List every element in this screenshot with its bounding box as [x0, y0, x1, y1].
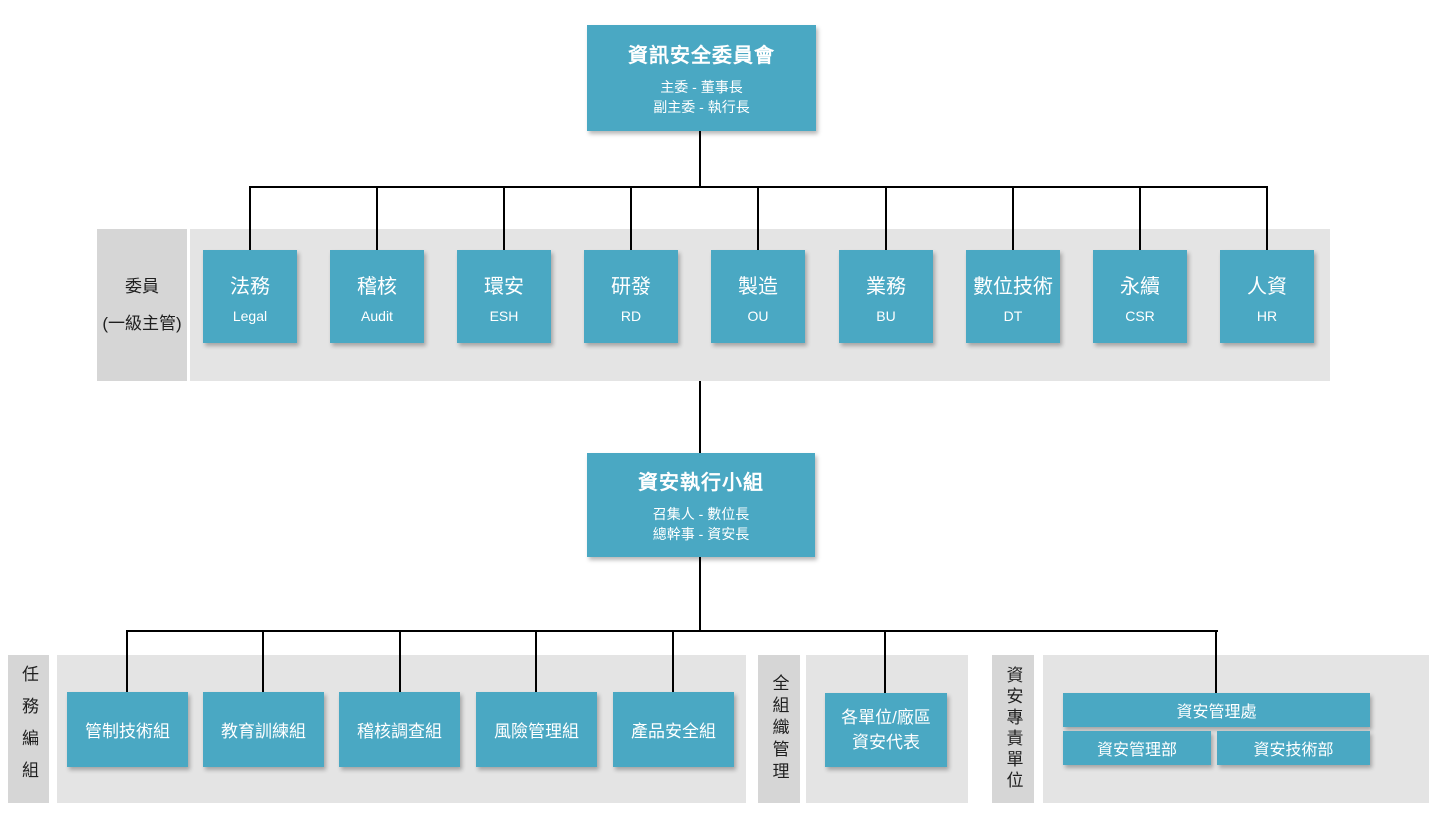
- node-title: 稽核: [357, 275, 397, 298]
- rep-line2: 資安代表: [852, 733, 920, 752]
- node-security-technology-dept: 資安技術部: [1217, 731, 1370, 765]
- node-title: 永續: [1120, 275, 1160, 298]
- root-title: 資訊安全委員會: [628, 44, 775, 67]
- node-audit-investigation-group: 稽核調查組: [339, 692, 460, 767]
- org-wide-management-label: 全組織管理: [758, 655, 800, 803]
- node-abbr: ESH: [489, 307, 519, 324]
- node-security-execution-team: 資安執行小組 召集人 - 數位長 總幹事 - 資安長: [587, 453, 815, 557]
- connector-drop-risk: [535, 630, 537, 692]
- node-title: 業務: [866, 275, 906, 298]
- connector-drop-audit: [376, 186, 378, 251]
- connector-drop-hr: [1266, 186, 1268, 251]
- node-abbr: BU: [876, 307, 896, 324]
- node-dt: 數位技術 DT: [966, 250, 1060, 343]
- node-product-security-group: 產品安全組: [613, 692, 734, 767]
- node-bu: 業務 BU: [839, 250, 933, 343]
- node-control-tech-group: 管制技術組: [67, 692, 188, 767]
- node-security-management-division: 資安管理處: [1063, 693, 1370, 727]
- exec-secretary-line: 總幹事 - 資安長: [652, 526, 750, 542]
- root-vice-chair-line: 副主委 - 執行長: [653, 99, 750, 115]
- committee-label-line1: 委員: [125, 276, 159, 296]
- node-title: 環安: [484, 275, 524, 298]
- root-chair-line: 主委 - 董事長: [660, 78, 743, 95]
- connector-drop-education: [262, 630, 264, 692]
- node-abbr: HR: [1256, 307, 1278, 324]
- connector-drop-csr: [1139, 186, 1141, 251]
- committee-label-line2: (一級主管): [102, 314, 182, 333]
- node-ou: 製造 OU: [711, 250, 805, 343]
- connector-drop-audit-investigation: [399, 630, 401, 692]
- connector-drop-control-tech: [126, 630, 128, 692]
- dedicated-unit-band: [1043, 655, 1429, 803]
- dedicated-security-unit-label: 資安專責單位: [992, 655, 1034, 803]
- node-title: 法務: [230, 275, 270, 298]
- node-title: 數位技術: [973, 275, 1053, 298]
- connector-drop-unit-reps: [884, 630, 886, 693]
- rep-line1: 各單位/廠區: [841, 707, 931, 727]
- node-education-training-group: 教育訓練組: [203, 692, 324, 767]
- node-abbr: CSR: [1125, 307, 1155, 324]
- exec-convener-line: 召集人 - 數位長: [652, 505, 750, 522]
- node-rd: 研發 RD: [584, 250, 678, 343]
- node-security-management-dept: 資安管理部: [1063, 731, 1211, 765]
- connector-drop-rd: [630, 186, 632, 251]
- node-abbr: Audit: [361, 307, 393, 324]
- node-hr: 人資 HR: [1220, 250, 1314, 343]
- connector-drop-legal: [249, 186, 251, 251]
- node-unit-site-security-reps: 各單位/廠區 資安代表: [825, 693, 947, 767]
- node-risk-management-group: 風險管理組: [476, 692, 597, 767]
- task-force-label: 任務編組: [8, 655, 49, 803]
- node-title: 人資: [1247, 275, 1287, 298]
- node-info-security-committee: 資訊安全委員會 主委 - 董事長 副主委 - 執行長: [587, 25, 816, 131]
- connector-exec-down: [699, 557, 701, 632]
- node-csr: 永續 CSR: [1093, 250, 1187, 343]
- connector-drop-product-security: [672, 630, 674, 692]
- exec-title: 資安執行小組: [638, 471, 764, 494]
- connector-drop-esh: [503, 186, 505, 251]
- node-esh: 環安 ESH: [457, 250, 551, 343]
- node-abbr: OU: [747, 307, 769, 324]
- committee-members-label: 委員 (一級主管): [97, 229, 187, 381]
- node-title: 研發: [611, 275, 651, 298]
- connector-band-to-exec: [699, 381, 701, 453]
- node-abbr: Legal: [232, 307, 268, 324]
- connector-drop-division: [1215, 630, 1217, 693]
- connector-drop-dt: [1012, 186, 1014, 251]
- node-abbr: RD: [620, 307, 642, 324]
- connector-drop-bu: [885, 186, 887, 251]
- connector-root-down: [699, 131, 701, 188]
- node-audit: 稽核 Audit: [330, 250, 424, 343]
- node-title: 製造: [738, 275, 778, 298]
- connector-drop-ou: [757, 186, 759, 251]
- node-legal: 法務 Legal: [203, 250, 297, 343]
- node-abbr: DT: [1003, 307, 1023, 324]
